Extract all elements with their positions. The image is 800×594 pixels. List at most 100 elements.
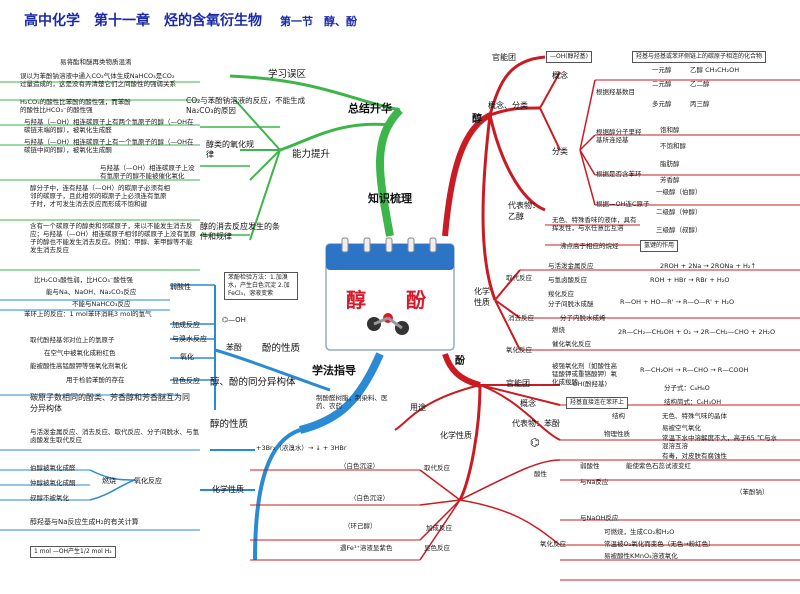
tertiary: 三级醇（叔醇）	[656, 226, 702, 234]
phe-nitr-note: （白色沉淀）	[350, 494, 389, 502]
aliphatic: 脂肪醇	[660, 160, 680, 168]
branch-alcohol[interactable]: 醇	[472, 114, 482, 125]
phe-subst-eq: +3Br₂（浓溴水）→ ↓ + 3HBr	[256, 444, 347, 452]
secondary: 二级醇（仲醇）	[656, 208, 702, 216]
phe-color-v: 遇Fe³⁺溶液显紫色	[340, 544, 393, 552]
bromine-1: 取代酚羟基邻对位上的氢原子	[30, 336, 115, 344]
chem-props-1: 与活泼金属反应、消去反应、取代反应、分子间脱水、与氢卤酸发生取代反应	[30, 428, 199, 444]
phe-acid-1v: 能使紫色石蕊试液变红	[626, 462, 691, 470]
page-title: 高中化学 第十一章 烃的含氧衍生物第一节 醇、酚	[24, 10, 357, 30]
node-concept-class[interactable]: 概念、分类	[488, 101, 528, 110]
alc-oxid-2: 催化氧化反应	[552, 340, 591, 348]
acidity-detail-1: H₂CO₃的酸性比苯酚的酸性强，而苯酚	[20, 98, 131, 106]
weak-acid-1: 比H₂CO₃酸性弱，比HCO₃⁻酸性强	[34, 276, 133, 284]
node-study-zone[interactable]: 学习误区	[268, 69, 307, 80]
node-oxidation[interactable]: 氧化	[180, 353, 194, 361]
center-char-phenol: 酚	[406, 288, 426, 312]
oxid-c: 叔醇不被氧化	[30, 494, 69, 502]
node-phe-fg[interactable]: 官能团	[506, 379, 530, 388]
alc-oxid-3v: R—CH₂OH → R—CHO → R—COOH	[640, 366, 749, 374]
phe-concept-value: 羟基直接连在苯环上	[566, 397, 629, 409]
node-burn[interactable]: 燃烧	[102, 477, 116, 485]
one-alcohol-ex: 乙醇 CH₃CH₂OH	[690, 66, 740, 74]
alc-sub-1: 与活泼金属反应	[548, 262, 594, 270]
node-alcohol-props[interactable]: 醇的性质	[210, 419, 249, 430]
center-char-alcohol: 醇	[346, 288, 366, 312]
node-oxid-rule[interactable]: 醇类的氧化规律	[206, 140, 254, 159]
node-bromine[interactable]: 与溴水反应	[172, 335, 207, 343]
node-classify[interactable]: 分类	[552, 147, 568, 156]
two-alcohol: 二元醇	[652, 80, 672, 88]
one-alcohol: 一元醇	[652, 66, 672, 74]
node-rep[interactable]: 代表物：苯酚	[512, 419, 560, 428]
node-ability[interactable]: 能力提升	[292, 149, 331, 160]
alc-oxid-3: 被强氧化剂（如酸性高锰酸钾或重铬酸钾）氧化成羧酸	[552, 362, 617, 386]
node-elim-rule[interactable]: 醇的消去反应发生的条件和规律	[200, 222, 280, 241]
ethanol-2: 沸点高于相应的烷烃	[560, 242, 619, 250]
phe-phys-3: 常温下水中溶解度不大，高于65 ℃与水混溶互溶	[662, 434, 778, 450]
alc-sub: 取代反应	[506, 274, 532, 282]
test-method-box: 苯酚检验方法：1.加溴水，产生白色沉淀 2.加FeCl₃，溶液变紫	[224, 272, 298, 300]
node-weak-acid[interactable]: 弱酸性	[170, 283, 191, 291]
aromatic: 芳香醇	[660, 176, 680, 184]
acidity-detail-2: 的酸性比HCO₃⁻的酸性强	[20, 106, 93, 114]
node-phenol-props[interactable]: 酚的性质	[262, 343, 301, 354]
phe-phys-2: 易被空气氧化	[662, 424, 701, 432]
by-oh-count: 根据羟基数目	[596, 88, 635, 96]
node-benzene-phenol[interactable]: 苯酚	[226, 343, 242, 352]
phe-struct-simple: 结构简式：C₆H₅OH	[664, 398, 722, 406]
node-alc-chem[interactable]: 化学性质	[474, 287, 490, 307]
phenol-structure-icon: ⌬—OH	[222, 316, 246, 324]
phe-physical: 物理性质	[604, 430, 630, 438]
branch-knowledge[interactable]: 知识梳理	[368, 192, 412, 205]
node-phe-concept[interactable]: 概念	[520, 399, 536, 408]
node-addition[interactable]: 加成反应	[172, 321, 200, 329]
weak-acid-2: 能与Na、NaOH、Na₂CO₃反应	[46, 288, 137, 296]
calendar-graphic	[325, 237, 455, 351]
alc-sub-4: 分子间脱水成醚	[548, 300, 594, 308]
uses-value: 制酚醛树脂，制染料、医药、农药	[316, 394, 388, 410]
node-chem-props[interactable]: 化学性质	[212, 485, 244, 494]
node-isomers[interactable]: 醇、酚的同分异构体	[210, 377, 296, 388]
isomers-note: 碳原子数相同的酚类、芳香醇和芳香醚互为同分异构体	[30, 393, 190, 413]
study-detail-1: 误以为苯酚钠溶液中通入CO₂气体生成NaHCO₃是CO₂	[20, 72, 175, 80]
node-uses[interactable]: 用途	[410, 403, 426, 412]
node-oxid-branch[interactable]: 氧化反应	[134, 477, 162, 485]
phe-oxid-1: 可燃烧，生成CO₂和H₂O	[604, 528, 675, 536]
node-color[interactable]: 显色反应	[172, 377, 200, 385]
center-calendar: 醇 酚	[322, 236, 458, 354]
oxidation-2: 能被酸性高锰酸钾等强氧化剂氧化	[30, 362, 128, 370]
study-note: 易将酯和醚再类物质混淆	[60, 58, 132, 66]
phe-acid-2: 与Na反应	[580, 478, 609, 486]
branch-method[interactable]: 学法指导	[312, 364, 356, 377]
many-alcohol-ex: 丙三醇	[690, 100, 710, 108]
phe-acid-1: 弱酸性	[580, 462, 600, 470]
node-ethanol[interactable]: 代表物：乙醇	[508, 201, 540, 221]
oxid-rule-3: 与羟基（—OH）相连碳原子上没有氢原子的醇不能被催化氧化	[100, 164, 195, 180]
alc-concept-value: 羟基与烃基或苯环侧链上的碳原子相连的化合物	[632, 51, 767, 63]
phe-subst: 取代反应	[424, 464, 450, 472]
node-concept[interactable]: 概念	[552, 71, 568, 80]
ethanol-1: 无色、特殊香味的液体，具有挥发性，与水任意比互溶	[552, 216, 637, 232]
phe-phys-1: 无色、特殊气味的晶体	[662, 412, 727, 420]
oxid-b: 仲醇被氧化成酮	[30, 479, 76, 487]
alc-sub-3: 羧化反应	[548, 290, 574, 298]
alc-oxid-1v: 2R—CH₂—CH₂OH + O₂ → 2R—CH₂—CHO + 2H₂O	[618, 328, 776, 336]
phe-fg-value: —OH(酚羟基)	[566, 380, 608, 388]
saturated: 饱和醇	[660, 126, 680, 134]
branch-phenol[interactable]: 酚	[455, 356, 465, 367]
phe-subst-note: （白色沉淀）	[340, 462, 379, 470]
phe-color: 显色反应	[424, 544, 450, 552]
phe-acid-2v: （苯酚钠）	[736, 488, 769, 496]
oxid-a: 伯醇被氧化成醛	[30, 464, 76, 472]
alc-sub-2v: ROH + HBr → RBr + H₂O	[650, 276, 730, 284]
phe-add: 加成反应	[426, 524, 452, 532]
co2-reason: CO₂与苯酚钠溶液的反应，不能生成Na₂CO₃的原因	[186, 96, 306, 115]
phe-phys-4: 有毒，对皮肤有腐蚀性	[662, 452, 727, 460]
na-calc: 醇羟基与Na反应生成H₂的有关计算	[30, 518, 139, 526]
phe-add-eq: （环己醇）	[344, 522, 377, 530]
node-alc-fg[interactable]: 官能团	[492, 53, 516, 62]
node-phe-chem[interactable]: 化学性质	[440, 431, 472, 440]
branch-summary[interactable]: 总结升华	[348, 102, 392, 115]
